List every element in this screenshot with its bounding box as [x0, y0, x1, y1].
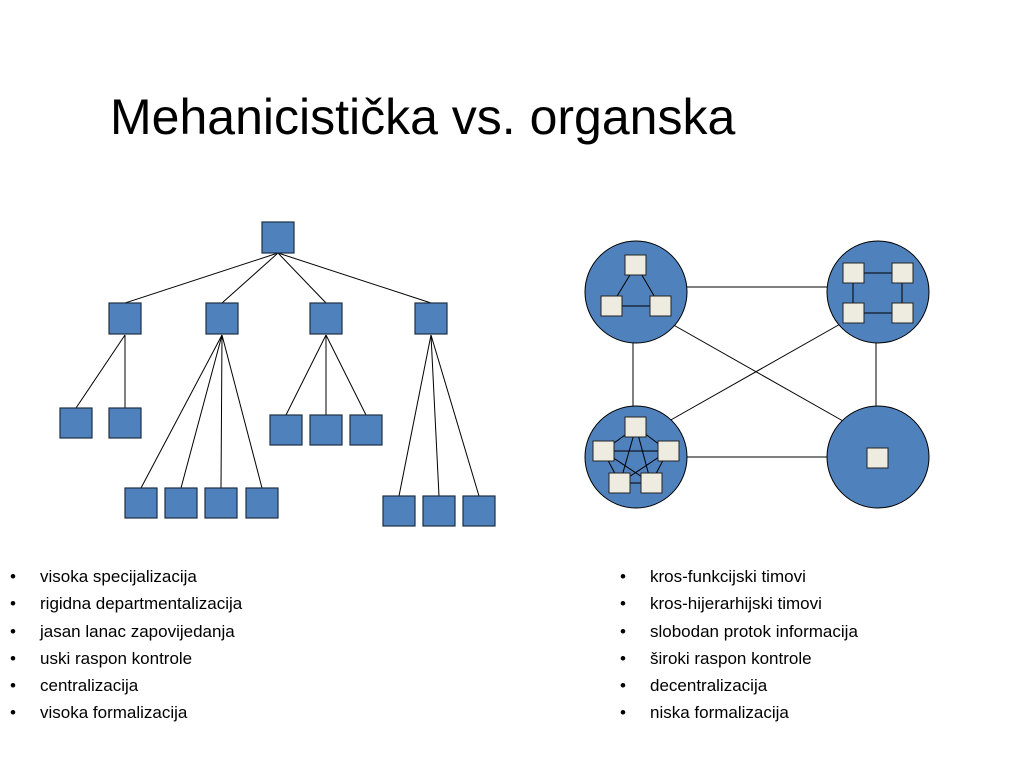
- top-manager-box: [261, 221, 295, 254]
- mechanistic-characteristics-list: visoka specijalizacija rigidna departmen…: [2, 563, 242, 727]
- team-member-box: [891, 302, 914, 324]
- list-item: kros-funkcijski timovi: [612, 563, 858, 591]
- team-member-box: [640, 472, 663, 494]
- hierarchy-line: [220, 334, 223, 489]
- employee-box: [204, 487, 238, 519]
- list-item: rigidna departmentalizacija: [2, 590, 242, 618]
- middle-manager-box: [309, 302, 343, 335]
- hierarchy-line: [221, 252, 279, 304]
- team-circle: [584, 240, 688, 344]
- hierarchy-line: [180, 334, 223, 489]
- team-circle: [826, 240, 930, 344]
- mechanistic-hierarchy-nodes: [59, 221, 496, 527]
- employee-box: [462, 495, 496, 527]
- employee-box: [245, 487, 279, 519]
- hierarchy-line: [430, 334, 480, 497]
- hierarchy-line: [277, 252, 327, 304]
- team-member-box: [866, 447, 889, 469]
- hierarchy-line: [325, 334, 367, 416]
- employee-box: [422, 495, 456, 527]
- hierarchy-line: [398, 334, 432, 497]
- employee-box: [124, 487, 158, 519]
- team-member-box: [657, 440, 680, 462]
- team-member-box: [624, 416, 647, 438]
- list-item: niska formalizacija: [612, 699, 858, 727]
- employee-box: [59, 407, 93, 439]
- team-member-box: [608, 472, 631, 494]
- employee-box: [309, 414, 343, 446]
- hierarchy-line: [140, 334, 223, 489]
- middle-manager-box: [108, 302, 142, 335]
- list-item: uski raspon kontrole: [2, 645, 242, 673]
- list-item: kros-hijerarhijski timovi: [612, 590, 858, 618]
- team-member-box: [891, 262, 914, 284]
- employee-box: [164, 487, 198, 519]
- middle-manager-box: [414, 302, 448, 335]
- employee-box: [108, 407, 142, 439]
- hierarchy-line: [75, 334, 126, 409]
- list-item: visoka specijalizacija: [2, 563, 242, 591]
- middle-manager-box: [205, 302, 239, 335]
- mechanistic-hierarchy-chart: [75, 252, 480, 497]
- list-item: široki raspon kontrole: [612, 645, 858, 673]
- slide-title: Mehanicistička vs. organska: [110, 89, 736, 145]
- team-member-box: [842, 302, 865, 324]
- organic-member-nodes: [592, 254, 914, 494]
- list-item: jasan lanac zapovijedanja: [2, 618, 242, 646]
- hierarchy-line: [124, 252, 279, 304]
- hierarchy-line: [285, 334, 327, 416]
- employee-box: [269, 414, 303, 446]
- team-member-box: [592, 440, 615, 462]
- organic-network-links: [632, 286, 877, 458]
- employee-box: [382, 495, 416, 527]
- list-item: slobodan protok informacija: [612, 618, 858, 646]
- team-member-box: [600, 295, 623, 317]
- employee-box: [349, 414, 383, 446]
- organic-characteristics-list: kros-funkcijski timovi kros-hijerarhijsk…: [612, 563, 858, 727]
- list-item: centralizacija: [2, 672, 242, 700]
- list-item: decentralizacija: [612, 672, 858, 700]
- team-member-box: [649, 295, 672, 317]
- team-link: [668, 322, 843, 422]
- hierarchy-line: [277, 252, 432, 304]
- hierarchy-line: [221, 334, 263, 489]
- team-member-box: [624, 254, 647, 276]
- hierarchy-line: [430, 334, 440, 497]
- team-member-box: [842, 262, 865, 284]
- list-item: visoka formalizacija: [2, 699, 242, 727]
